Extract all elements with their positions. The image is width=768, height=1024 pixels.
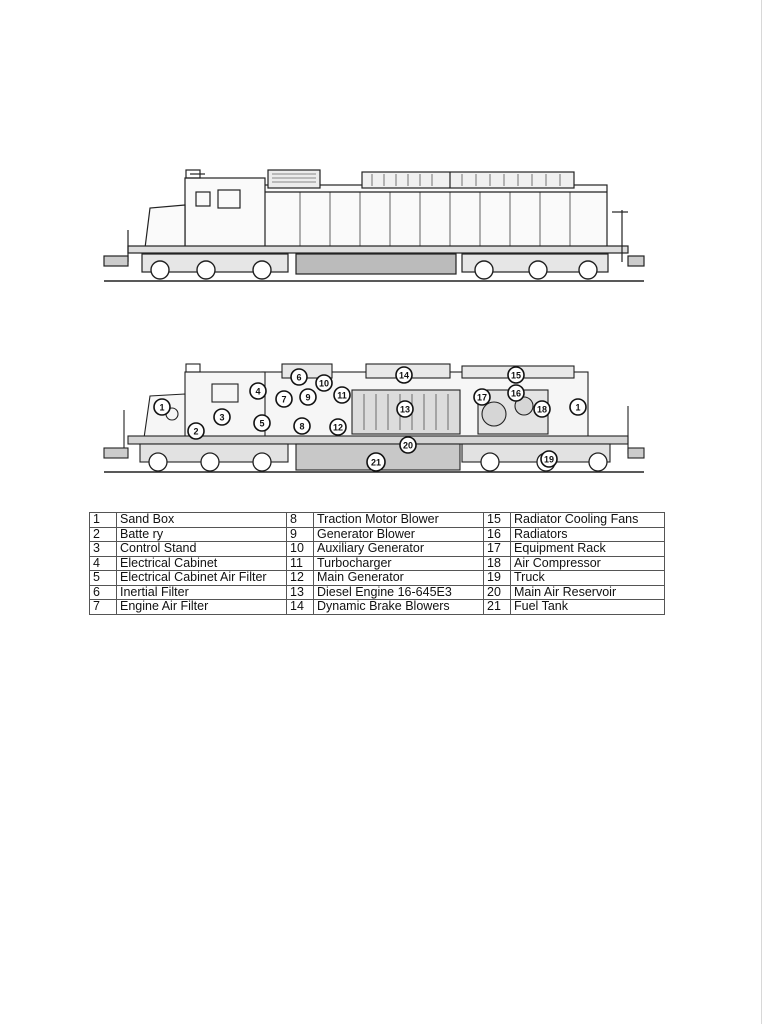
part-name: Traction Motor Blower bbox=[313, 512, 484, 528]
callout-3: 3 bbox=[213, 408, 231, 426]
callout-number: 3 bbox=[219, 413, 224, 423]
part-number: 17 bbox=[483, 541, 511, 557]
part-name: Batte ry bbox=[116, 526, 287, 542]
part-number: 5 bbox=[89, 570, 117, 586]
callout-number: 14 bbox=[399, 371, 409, 381]
part-number: 15 bbox=[483, 512, 511, 528]
callout-17: 17 bbox=[473, 388, 491, 406]
callout-number: 21 bbox=[371, 458, 381, 468]
callout-1: 1 bbox=[569, 398, 587, 416]
callout-number: 10 bbox=[319, 379, 329, 389]
scan-edge bbox=[761, 0, 762, 1024]
callout-13: 13 bbox=[396, 400, 414, 418]
part-name: Control Stand bbox=[116, 541, 287, 557]
part-number: 19 bbox=[483, 570, 511, 586]
part-name: Dynamic Brake Blowers bbox=[313, 599, 484, 615]
part-number: 14 bbox=[286, 599, 314, 615]
part-number: 18 bbox=[483, 555, 511, 571]
part-name: Radiator Cooling Fans bbox=[510, 512, 665, 528]
callout-11: 11 bbox=[333, 386, 351, 404]
part-name: Fuel Tank bbox=[510, 599, 665, 615]
part-number: 20 bbox=[483, 584, 511, 600]
callout-number: 1 bbox=[575, 403, 580, 413]
part-number: 1 bbox=[89, 512, 117, 528]
part-name: Radiators bbox=[510, 526, 665, 542]
part-name: Generator Blower bbox=[313, 526, 484, 542]
part-number: 16 bbox=[483, 526, 511, 542]
callout-number: 19 bbox=[544, 455, 554, 465]
callout-6: 6 bbox=[290, 368, 308, 386]
callout-number: 5 bbox=[259, 419, 264, 429]
callout-18: 18 bbox=[533, 400, 551, 418]
callout-19: 19 bbox=[540, 450, 558, 468]
part-number: 6 bbox=[89, 584, 117, 600]
callout-21: 21 bbox=[366, 452, 386, 472]
callout-number: 11 bbox=[337, 391, 347, 401]
callout-number: 4 bbox=[255, 387, 260, 397]
part-name: Air Compressor bbox=[510, 555, 665, 571]
callout-2: 2 bbox=[187, 422, 205, 440]
callout-number: 2 bbox=[193, 427, 198, 437]
part-number: 11 bbox=[286, 555, 314, 571]
callout-15: 15 bbox=[507, 366, 525, 384]
callout-8: 8 bbox=[293, 417, 311, 435]
part-name: Sand Box bbox=[116, 512, 287, 528]
callout-12: 12 bbox=[329, 418, 347, 436]
callout-9: 9 bbox=[299, 388, 317, 406]
part-name: Truck bbox=[510, 570, 665, 586]
callout-number: 8 bbox=[299, 422, 304, 432]
part-name: Electrical Cabinet Air Filter bbox=[116, 570, 287, 586]
part-name: Diesel Engine 16-645E3 bbox=[313, 584, 484, 600]
callout-number: 13 bbox=[400, 405, 410, 415]
part-number: 9 bbox=[286, 526, 314, 542]
part-name: Turbocharger bbox=[313, 555, 484, 571]
part-number: 2 bbox=[89, 526, 117, 542]
callout-10: 10 bbox=[315, 374, 333, 392]
callout-14: 14 bbox=[395, 366, 413, 384]
callout-4: 4 bbox=[249, 382, 267, 400]
part-name: Inertial Filter bbox=[116, 584, 287, 600]
part-number: 4 bbox=[89, 555, 117, 571]
callout-number: 9 bbox=[305, 393, 310, 403]
part-name: Engine Air Filter bbox=[116, 599, 287, 615]
callout-number: 20 bbox=[403, 441, 413, 451]
callout-5: 5 bbox=[253, 414, 271, 432]
callout-20: 20 bbox=[399, 436, 417, 454]
callout-number: 7 bbox=[281, 395, 286, 405]
part-number: 13 bbox=[286, 584, 314, 600]
callout-7: 7 bbox=[275, 390, 293, 408]
callout-number: 12 bbox=[333, 423, 343, 433]
part-name: Main Air Reservoir bbox=[510, 584, 665, 600]
part-name: Electrical Cabinet bbox=[116, 555, 287, 571]
part-name: Main Generator bbox=[313, 570, 484, 586]
part-number: 8 bbox=[286, 512, 314, 528]
callout-number: 18 bbox=[537, 405, 547, 415]
part-name: Auxiliary Generator bbox=[313, 541, 484, 557]
part-number: 10 bbox=[286, 541, 314, 557]
part-number: 12 bbox=[286, 570, 314, 586]
part-number: 3 bbox=[89, 541, 117, 557]
callout-number: 1 bbox=[159, 403, 164, 413]
callout-number: 6 bbox=[296, 373, 301, 383]
callout-number: 17 bbox=[477, 393, 487, 403]
callout-number: 16 bbox=[511, 389, 521, 399]
callout-1: 1 bbox=[153, 398, 171, 416]
part-number: 21 bbox=[483, 599, 511, 615]
callout-number: 15 bbox=[511, 371, 521, 381]
locomotive-exterior-drawing bbox=[103, 169, 645, 282]
part-name: Equipment Rack bbox=[510, 541, 665, 557]
callout-16: 16 bbox=[507, 384, 525, 402]
part-number: 7 bbox=[89, 599, 117, 615]
